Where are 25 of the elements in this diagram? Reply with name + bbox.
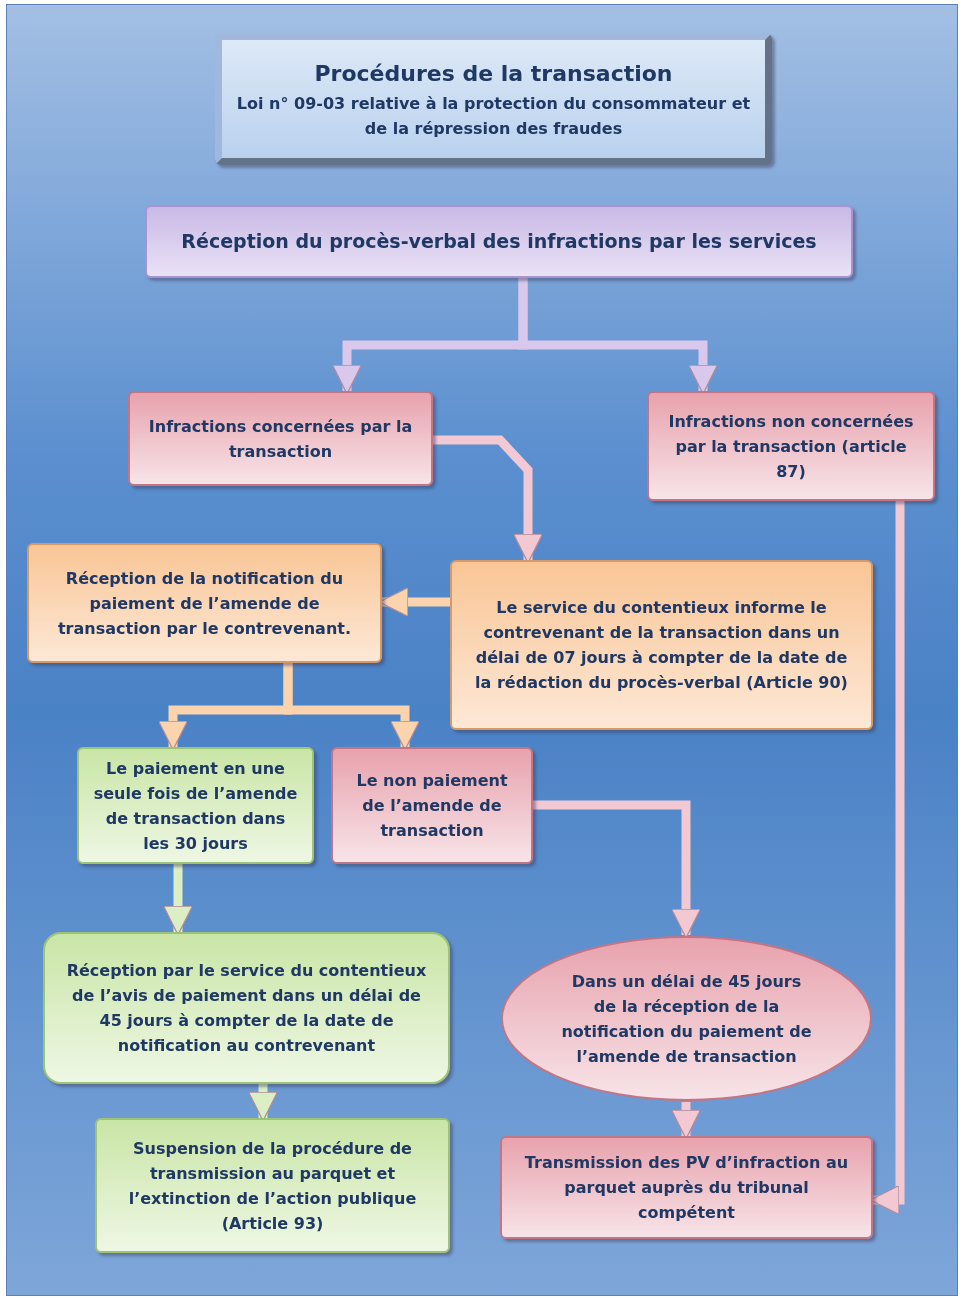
node-text: Dans un délai de 45 jours de la réception de la notification du paiement de l’amende de transaction bbox=[560, 970, 813, 1068]
process-box bbox=[500, 1136, 873, 1239]
node-text: Le paiement en une seule fois de l’amende de transaction dans les 30 jours bbox=[93, 757, 298, 855]
process-box bbox=[128, 391, 433, 486]
node-text: Infractions concernées par la transaction bbox=[147, 415, 414, 463]
node-text: Réception de la notification du paiement de l’amende de transaction par le contrevenant. bbox=[56, 567, 353, 640]
process-box bbox=[647, 391, 935, 501]
title-box bbox=[215, 33, 772, 165]
node-text: Le service du contentieux informe le contrevenant de la transaction dans un délai de 07 jours à compter de la date de la rédaction du procès-verbal (Article 90) bbox=[474, 597, 849, 694]
process-box bbox=[95, 1118, 450, 1253]
process-box bbox=[145, 205, 853, 278]
box-heading: Procédures de la transaction bbox=[314, 60, 673, 88]
node-text: Loi n° 09-03 relative à la protection du consommateur et de la répression des fraudes bbox=[236, 93, 751, 140]
node-text: Réception du procès-verbal des infractions par les services bbox=[181, 229, 817, 254]
node-text: Infractions non concernées par la transaction (article 87) bbox=[667, 410, 915, 483]
process-box bbox=[77, 747, 314, 864]
arrow bbox=[533, 800, 701, 939]
node-text: Réception par le service du contentieux de l’avis de paiement dans un délai de 45 jours à compter de la date de notification au contrevenant bbox=[65, 960, 428, 1057]
process-box bbox=[331, 747, 533, 864]
process-box bbox=[27, 543, 382, 663]
process-box bbox=[450, 560, 873, 730]
node-text: Transmission des PV d’infraction au parquet auprès du tribunal compétent bbox=[523, 1152, 850, 1224]
node-text: Suspension de la procédure de transmission au parquet et l’extinction de l’action publique (Article 93) bbox=[127, 1137, 418, 1235]
node-text: Le non paiement de l’amende de transaction bbox=[355, 770, 509, 842]
process-box bbox=[43, 932, 450, 1084]
